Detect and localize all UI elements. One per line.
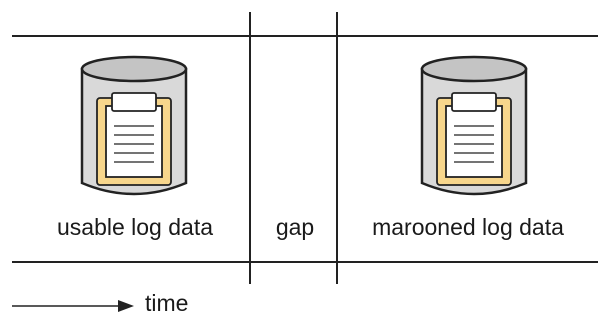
database-icon — [420, 55, 528, 196]
clipboard-icon — [96, 92, 172, 186]
marooned-database-icon — [420, 55, 528, 205]
section-label-usable: usable log data — [56, 214, 213, 240]
time-label: time — [145, 290, 189, 316]
clipboard-icon — [436, 92, 512, 186]
database-icon — [80, 55, 188, 196]
section-label-gap: gap — [275, 214, 315, 240]
section-label-marooned: marooned log data — [372, 214, 564, 240]
divider-right — [336, 12, 338, 284]
usable-database-icon — [80, 55, 188, 205]
arrow-right-icon — [12, 300, 134, 312]
bottom-rule — [12, 261, 598, 263]
divider-left — [249, 12, 251, 284]
top-rule — [12, 35, 598, 37]
